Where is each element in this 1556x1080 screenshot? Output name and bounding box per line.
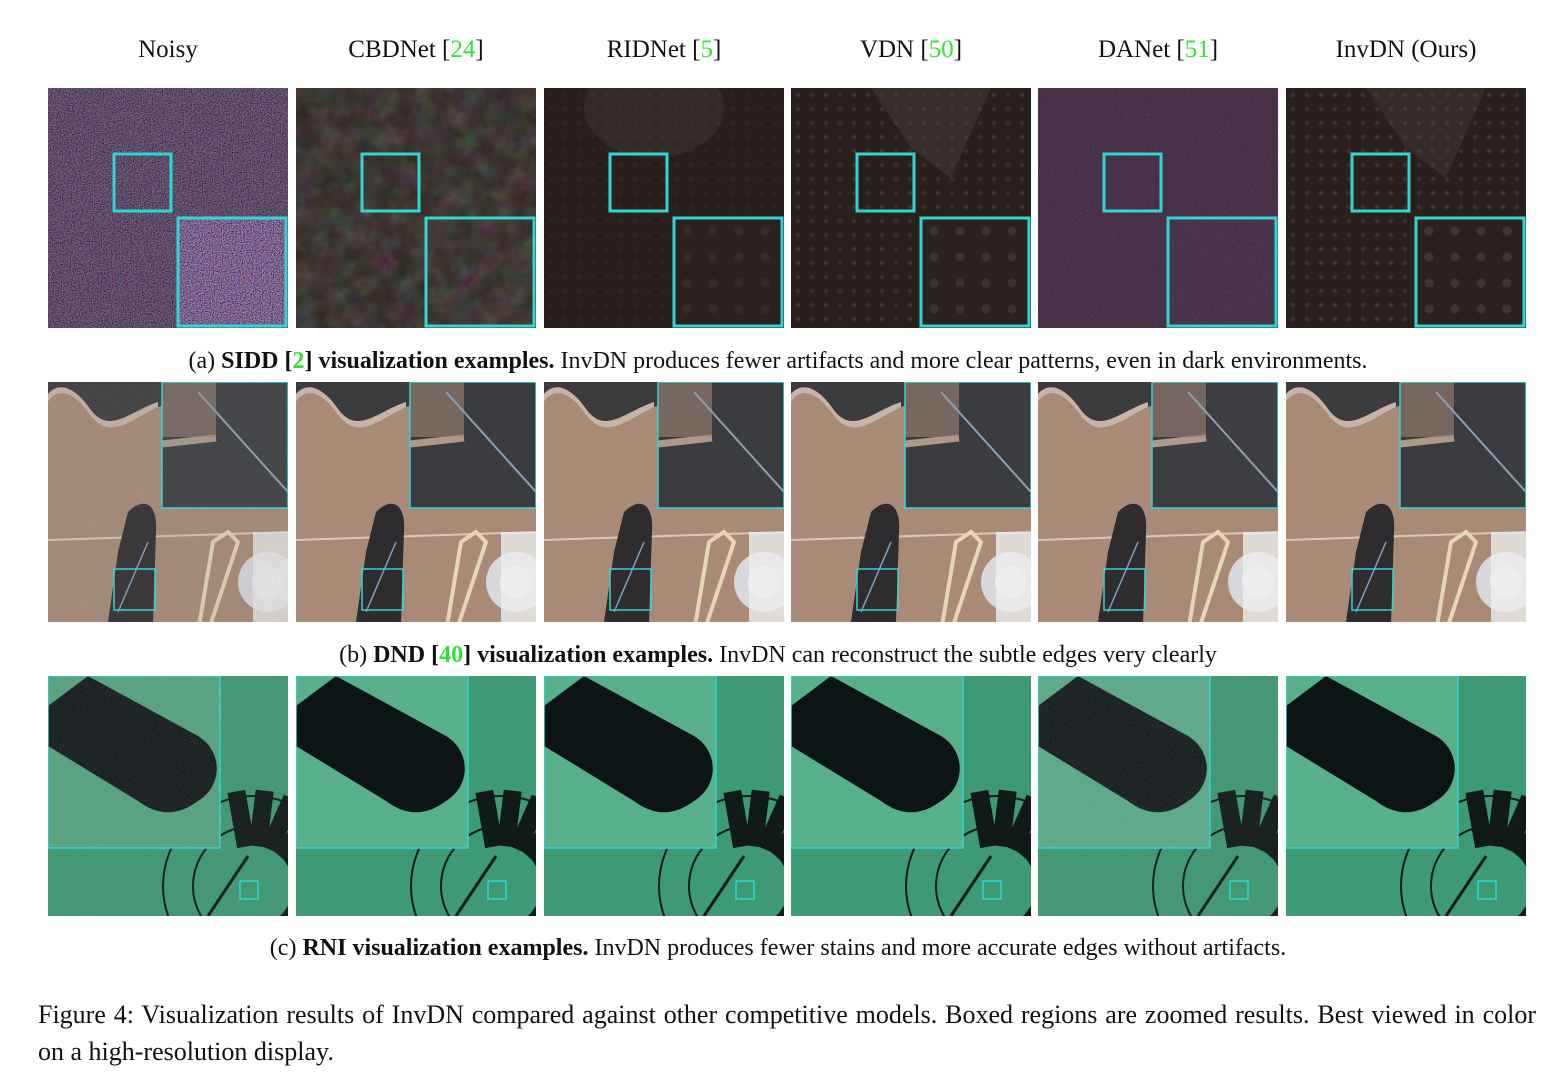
citation-link[interactable]: 50	[928, 36, 954, 63]
column-headers: Noisy CBDNet [24] RIDNet [5] VDN [50] DA…	[48, 30, 1528, 70]
caption-dnd: (b) DND [40] visualization examples. Inv…	[339, 642, 1217, 668]
col-header-vdn: VDN [50]	[859, 36, 963, 63]
dnd-cbdnet-image	[296, 382, 536, 622]
dnd-noisy-image	[48, 382, 288, 622]
sidd-danet-image	[1038, 88, 1278, 328]
rni-ridnet-image	[544, 676, 784, 916]
citation-link[interactable]: 40	[439, 642, 464, 668]
col-header-ridnet: RIDNet [5]	[606, 36, 722, 63]
caption-rni: (c) RNI visualization examples. InvDN pr…	[269, 935, 1287, 961]
col-header-invdn: InvDN (Ours)	[1335, 36, 1477, 63]
col-header-noisy: Noisy	[138, 36, 198, 63]
citation-link[interactable]: 24	[450, 36, 476, 63]
sidd-ridnet-image	[544, 88, 784, 328]
citation-link[interactable]: 51	[1184, 36, 1210, 63]
sidd-vdn-image	[791, 88, 1031, 328]
sidd-invdn-image	[1286, 88, 1526, 328]
rni-danet-image	[1038, 676, 1278, 916]
dnd-vdn-image	[791, 382, 1031, 622]
rni-invdn-image	[1286, 676, 1526, 916]
caption-sidd: (a) SIDD [2] visualization examples. Inv…	[188, 348, 1368, 374]
sidd-noisy-image	[48, 88, 288, 328]
sidd-row	[48, 88, 1528, 328]
rni-row	[48, 676, 1528, 916]
col-header-cbdnet: CBDNet [24]	[348, 36, 484, 63]
rni-noisy-image	[48, 676, 288, 916]
col-header-danet: DANet [51]	[1097, 36, 1219, 63]
rni-vdn-image	[791, 676, 1031, 916]
figure-caption: Figure 4: Visualization results of InvDN…	[38, 1000, 1536, 1066]
dnd-danet-image	[1038, 382, 1278, 622]
citation-link[interactable]: 2	[292, 348, 305, 374]
dnd-ridnet-image	[544, 382, 784, 622]
sidd-cbdnet-image	[296, 88, 536, 328]
rni-cbdnet-image	[296, 676, 536, 916]
dnd-invdn-image	[1286, 382, 1526, 622]
dnd-row	[48, 382, 1528, 622]
citation-link[interactable]: 5	[700, 36, 713, 63]
